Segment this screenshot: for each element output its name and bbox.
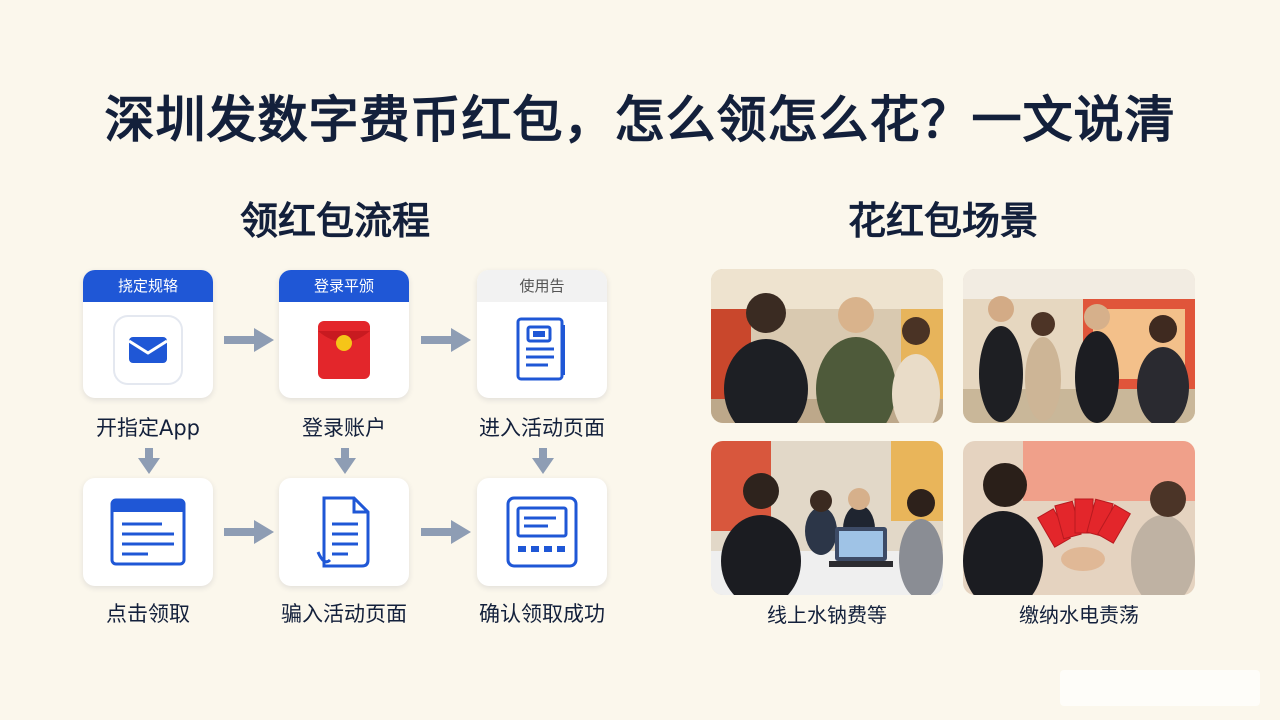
arrow-right-icon xyxy=(224,520,274,544)
document-icon xyxy=(516,317,565,381)
section-title-claim-process: 领红包流程 xyxy=(240,199,431,243)
step-card-3[interactable]: 使用告 xyxy=(477,270,607,398)
arrow-down-icon xyxy=(138,448,160,474)
step-label: 开指定App xyxy=(95,416,201,440)
arrow-right-icon xyxy=(421,520,471,544)
watermark-area xyxy=(1060,670,1260,706)
step-label: 确认领取成功 xyxy=(479,602,605,626)
step-card-1[interactable]: 挠定规辂 xyxy=(83,270,213,398)
step-card-header: 挠定规辂 xyxy=(83,270,213,302)
arrow-down-icon xyxy=(532,448,554,474)
photo-red-envelopes xyxy=(963,441,1195,595)
mail-app-icon xyxy=(113,315,183,385)
step-card-4[interactable] xyxy=(83,478,213,586)
section-title-spend-scenarios: 花红包场景 xyxy=(848,199,1039,243)
photo-laptop-payment xyxy=(711,441,943,595)
browser-window-icon xyxy=(110,498,186,566)
arrow-right-icon xyxy=(421,328,471,352)
photo-caption: 缴纳水电责荡 xyxy=(1019,603,1139,627)
arrow-right-icon xyxy=(224,328,274,352)
step-card-5[interactable] xyxy=(279,478,409,586)
step-card-6[interactable] xyxy=(477,478,607,586)
photo-mall-people xyxy=(711,269,943,423)
main-title: 深圳发数字费币红包，怎么领怎么花？一文说清 xyxy=(104,91,1176,149)
photo-store-people xyxy=(963,269,1195,423)
step-card-header: 使用告 xyxy=(477,270,607,302)
red-envelope-icon xyxy=(318,321,370,379)
file-icon xyxy=(316,496,370,568)
device-screen-icon xyxy=(506,496,578,568)
step-label: 登录账户 xyxy=(302,416,386,440)
step-label: 骗入活动页面 xyxy=(281,602,407,626)
arrow-down-icon xyxy=(334,448,356,474)
step-label: 点击领取 xyxy=(106,602,190,626)
step-card-header: 登录平颁 xyxy=(279,270,409,302)
step-label: 进入活动页面 xyxy=(479,416,605,440)
step-card-2[interactable]: 登录平颁 xyxy=(279,270,409,398)
photo-caption: 线上水钠费等 xyxy=(767,603,887,627)
